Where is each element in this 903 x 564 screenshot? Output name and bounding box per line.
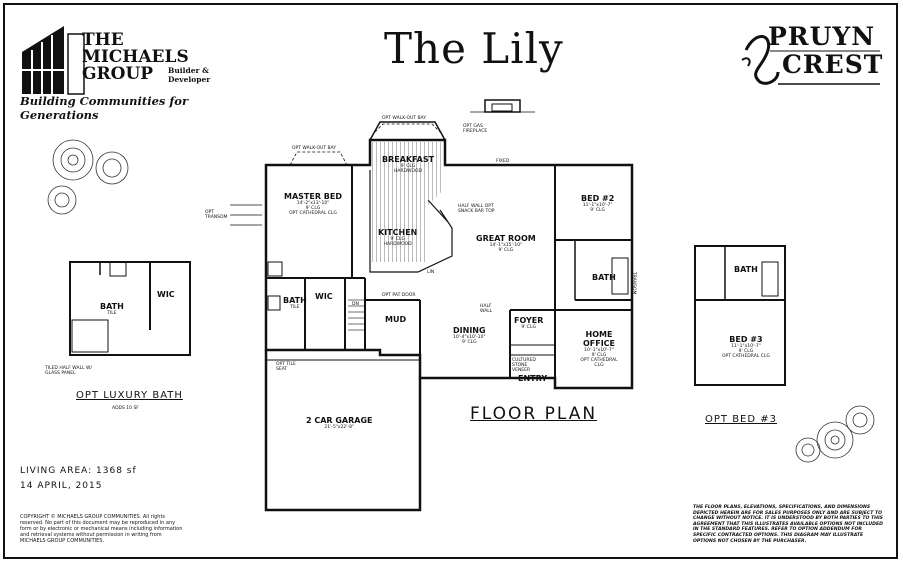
room-lux-wic: WIC [157,290,175,299]
room-dining-dims: 10'-4"x10'-10" [453,335,486,340]
room-master-bed-note: OPT CATHEDRAL CLG [289,211,337,216]
plan-title: The Lily [384,24,564,73]
builder-logo-mark [22,26,85,95]
room-home-office: HOME OFFICE 10'-1"x10'-7" 9' CLG OPT CAT… [577,330,621,368]
room-lux-bath-floor: TILE [107,311,117,316]
sheet-border [3,3,898,559]
room-foyer-ceiling: 9' CLG [521,325,537,330]
room-dining: DINING 10'-4"x10'-10" 9' CLG [453,326,486,345]
room-wic-name: WIC [315,292,333,301]
room-kitchen-floor: HARDWOOD [383,242,412,247]
builder-name-line2: MICHAELS [82,47,189,67]
room-home-office-ceiling: 9' CLG [591,353,607,358]
room-bath-main-name: BATH [592,273,616,282]
builder-tagline: Building Communities for Generations [20,94,189,122]
room-home-office-dims: 10'-1"x10'-7" [584,348,614,353]
builder-logo: THE MICHAELS GROUP Builder & Developer B… [20,24,210,122]
builder-name-line1: THE [82,30,124,50]
community-name-line2: CREST [782,50,884,79]
note-gas-fireplace: OPT GAS FIREPLACE [463,124,488,134]
room-great-room-dims: 14'-1"x15'-10" [489,243,523,248]
room-bath-main: BATH [592,273,616,282]
opt-luxury-bath-caption: OPT LUXURY BATH [76,390,183,401]
room-bed2-dims: 11'-1"x10'-7" [582,203,613,208]
builder-role: Builder & Developer [168,66,211,84]
room-entry: ENTRY [518,374,547,383]
room-breakfast-ceiling: 9' CLG [400,164,416,169]
room-kitchen-ceiling: 9' CLG [390,237,406,242]
room-breakfast-floor: HARDWOOD [394,169,423,174]
room-mud: MUD [385,315,406,324]
room-garage-dims: 21'-5"x22'-8" [324,425,355,430]
copyright-notice: COPYRIGHT © MICHAELS GROUP COMMUNITIES. … [20,514,183,544]
room-lux-wic-name: WIC [157,290,175,299]
room-foyer-name: FOYER [514,316,544,325]
room-bed3-note: OPT CATHEDRAL CLG [722,354,770,359]
room-lux-bath-name: BATH [100,302,124,311]
room-master-bed-dims: 14'-2"x13'-10" [296,201,330,206]
note-half-wall-snack: HALF WALL OPT SNACK BAR TOP [458,204,495,214]
room-master-bed-name: MASTER BED [284,192,342,201]
room-bed3-dims: 11'-1"x10'-7" [731,344,761,349]
note-walkout-bay-master: OPT WALK-OUT BAY [292,146,337,151]
room-great-room-ceiling: 9' CLG [498,248,514,253]
room-great-room-name: GREAT ROOM [476,234,536,243]
room-master-bed: MASTER BED 14'-2"x13'-10" 9' CLG OPT CAT… [284,192,342,216]
horn-icon [741,35,880,85]
living-area: LIVING AREA: 1368 sf [20,466,137,476]
note-opt-transom: OPT TRANSOM [205,210,228,220]
room-entry-name: ENTRY [518,374,548,383]
note-adds: ADDS 10 SF [112,406,139,411]
room-bed2: BED #2 11'-1"x10'-7" 9' CLG [581,194,614,213]
note-cultured-stone: CULTURED STONE VENEER [512,358,536,373]
community-name-line1: PRUYN [768,22,876,51]
note-tiled-half-wall: TILED HALF WALL W/ GLASS PANEL [45,366,93,376]
room-wic: WIC [315,292,333,301]
room-great-room: GREAT ROOM 14'-1"x15'-10" 9' CLG [476,234,536,253]
room-bed3-ceiling: 9' CLG [738,349,754,354]
room-breakfast: BREAKFAST 9' CLG HARDWOOD [382,155,434,174]
room-bed2-name: BED #2 [581,194,615,203]
note-opt-tile-seat: OPT TILE SEAT [276,362,296,372]
room-master-bed-ceiling: 9' CLG [305,206,321,211]
room-dining-ceiling: 9' CLG [461,340,477,345]
room-bath-master-name: BATH [283,296,307,305]
note-lin-kitchen: LIN [427,270,435,275]
disclaimer: THE FLOOR PLANS, ELEVATIONS, SPECIFICATI… [693,505,883,544]
room-foyer: FOYER 9' CLG [514,316,543,330]
room-breakfast-name: BREAKFAST [382,155,435,164]
community-logo: PRUYN CREST [738,20,884,88]
room-bed2-ceiling: 9' CLG [590,208,605,213]
note-half-wall: HALF WALL [480,304,493,314]
room-kitchen-name: KITCHEN [378,228,418,237]
room-bath-master-floor: TILE [290,305,300,310]
opt-bed3-caption: OPT BED #3 [705,414,777,425]
note-opt-pat-door: OPT PAT DOOR [382,293,416,298]
room-bath-master: BATH TILE [283,296,307,310]
room-lux-bath: BATH TILE [100,302,124,316]
room-garage: 2 CAR GARAGE 21'-5"x22'-8" [306,416,373,430]
builder-name-line3: GROUP [82,64,154,84]
plan-date: 14 APRIL, 2015 [20,481,103,491]
room-mud-name: MUD [385,315,407,324]
room-bed3-name: BED #3 [729,335,763,344]
room-kitchen: KITCHEN 9' CLG HARDWOOD [378,228,417,247]
room-home-office-name: HOME OFFICE [582,330,616,348]
floor-plan-caption: FLOOR PLAN [470,404,598,424]
note-fixed: FIXED [496,159,510,164]
room-garage-name: 2 CAR GARAGE [306,416,373,425]
room-bed3-bath: BATH [734,265,758,274]
note-transom-bed2: TRANSOM [631,272,636,295]
room-bed3-bath-name: BATH [734,265,758,274]
room-bed3: BED #3 11'-1"x10'-7" 9' CLG OPT CATHEDRA… [722,335,770,359]
note-walkout-bay-breakfast: OPT WALK-OUT BAY [382,116,427,121]
note-dn: DN [352,302,359,307]
room-dining-name: DINING [453,326,486,335]
room-home-office-note: OPT CATHEDRAL CLG [580,358,618,368]
